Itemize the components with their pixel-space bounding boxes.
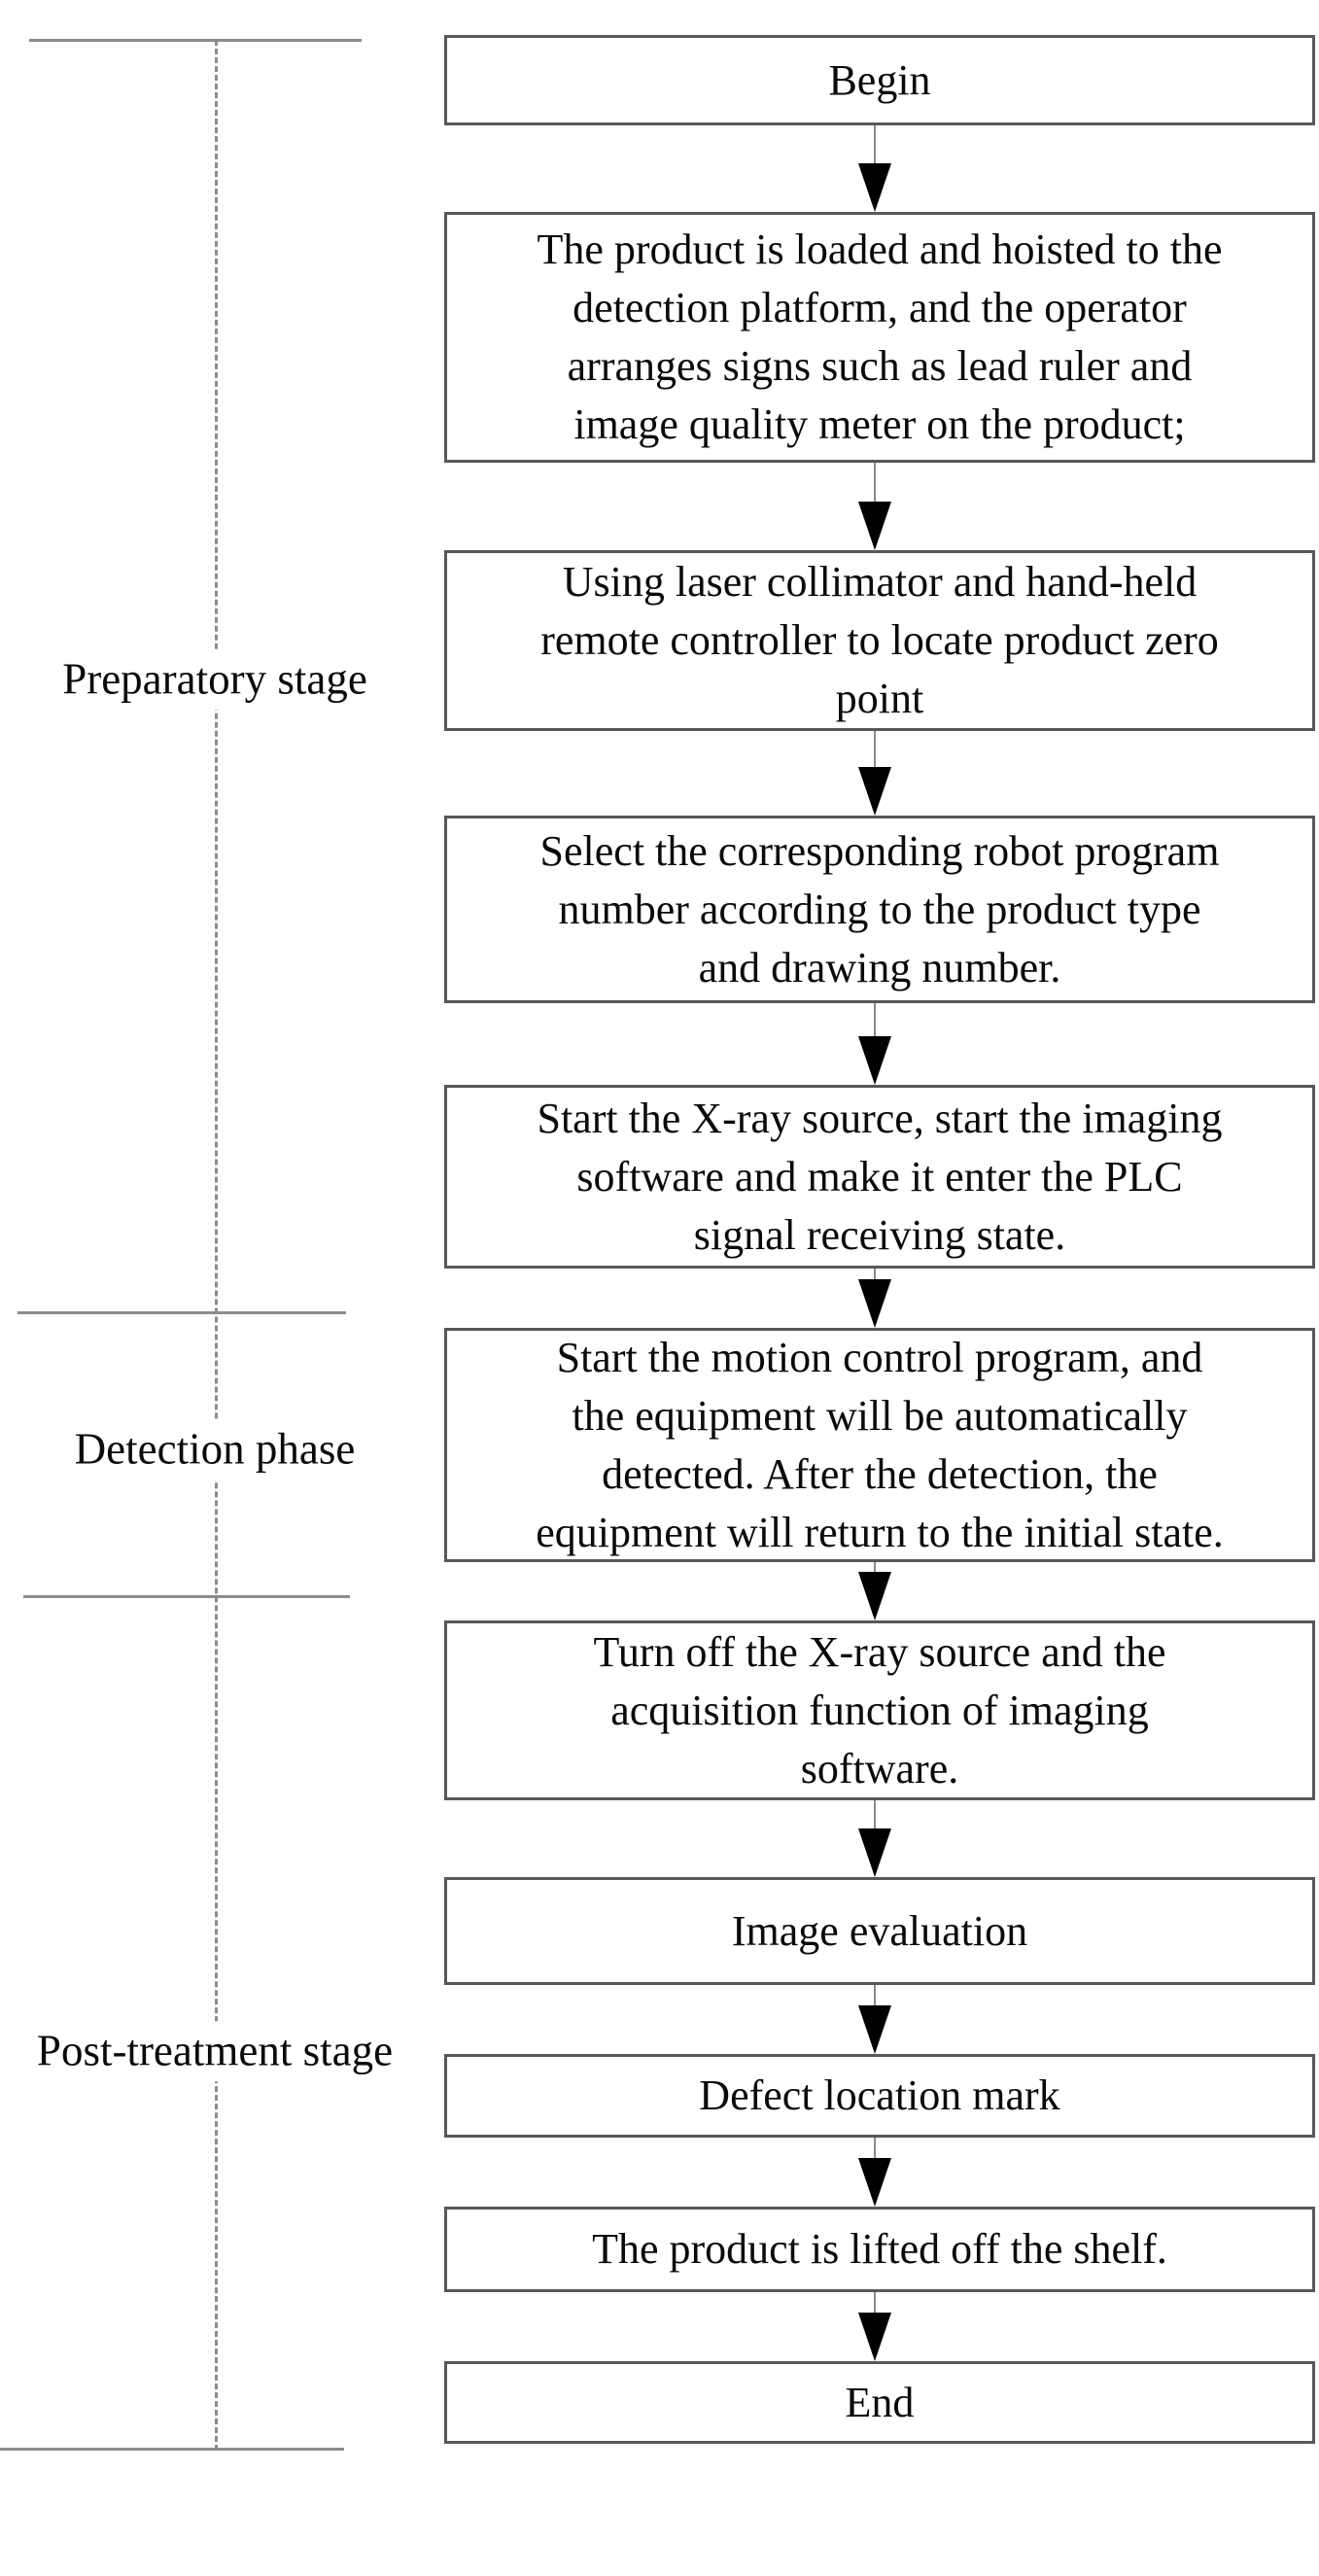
arrow-stem [874, 1562, 876, 1580]
arrow-down-icon [858, 2005, 891, 2054]
flow-step-motion-control: Start the motion control program, and th… [444, 1328, 1315, 1562]
arrow-stem [874, 1003, 876, 1044]
flow-step-lift-off: The product is lifted off the shelf. [444, 2207, 1315, 2292]
flow-step-locate-zero: Using laser collimator and hand-held rem… [444, 550, 1315, 731]
flow-arrow-9 [858, 2138, 891, 2207]
flow-step-end: End [444, 2361, 1315, 2444]
arrow-stem [874, 2138, 876, 2166]
flow-arrow-10 [858, 2292, 891, 2361]
arrow-down-icon [858, 2313, 891, 2361]
arrow-down-icon [858, 502, 891, 550]
arrow-down-icon [858, 767, 891, 816]
flow-arrow-5 [858, 1269, 891, 1328]
stage-bracket-vertical-line [215, 40, 218, 2451]
arrow-down-icon [858, 163, 891, 212]
flow-arrow-2 [858, 463, 891, 550]
arrow-stem [874, 125, 876, 171]
flow-step-select-program: Select the corresponding robot program n… [444, 816, 1315, 1003]
stage-label-preparatory: Preparatory stage [54, 649, 375, 710]
flow-step-image-evaluation: Image evaluation [444, 1877, 1315, 1985]
stage-label-posttreatment: Post-treatment stage [28, 2021, 401, 2081]
arrow-stem [874, 2292, 876, 2320]
bracket-tick-detection-posttreatment [23, 1595, 350, 1598]
arrow-down-icon [858, 2158, 891, 2207]
flow-arrow-1 [858, 125, 891, 212]
arrow-down-icon [858, 1828, 891, 1877]
bracket-tick-bottom [0, 2448, 344, 2451]
arrow-stem [874, 463, 876, 509]
arrow-down-icon [858, 1036, 891, 1085]
flow-step-turn-off-xray: Turn off the X-ray source and the acquis… [444, 1620, 1315, 1800]
flow-arrow-8 [858, 1985, 891, 2054]
bracket-tick-preparatory-detection [17, 1311, 346, 1314]
arrow-down-icon [858, 1279, 891, 1328]
flow-arrow-4 [858, 1003, 891, 1085]
flow-step-load-product: The product is loaded and hoisted to the… [444, 212, 1315, 463]
arrow-stem [874, 1985, 876, 2013]
flow-step-start-xray: Start the X-ray source, start the imagin… [444, 1085, 1315, 1269]
flow-arrow-7 [858, 1800, 891, 1877]
bracket-tick-top [29, 39, 362, 42]
arrow-stem [874, 1269, 876, 1287]
flow-arrow-6 [858, 1562, 891, 1620]
flow-step-begin: Begin [444, 35, 1315, 125]
arrow-down-icon [858, 1572, 891, 1620]
stage-label-detection: Detection phase [66, 1419, 364, 1479]
arrow-stem [874, 731, 876, 775]
flow-step-defect-mark: Defect location mark [444, 2054, 1315, 2138]
arrow-stem [874, 1800, 876, 1836]
flow-arrow-3 [858, 731, 891, 816]
